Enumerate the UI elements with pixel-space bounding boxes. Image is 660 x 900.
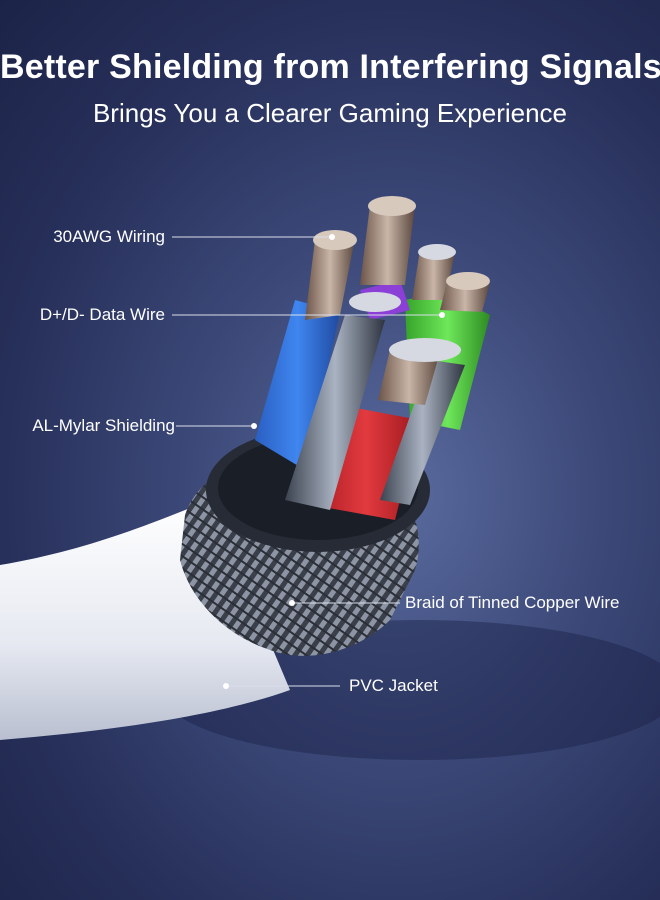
- headline: Better Shielding from Interfering Signal…: [0, 48, 660, 86]
- callout-braid: Braid of Tinned Copper Wire: [405, 593, 620, 612]
- leader-dot-data-wire: [439, 312, 445, 318]
- twisted-strand-2: [380, 360, 465, 505]
- subheadline: Brings You a Clearer Gaming Experience: [92, 98, 568, 128]
- copper-strand-1: [305, 238, 355, 320]
- strand-tip-3: [418, 244, 456, 260]
- callout-jacket: PVC Jacket: [349, 676, 438, 695]
- strand-tip-5: [349, 292, 401, 312]
- copper-strand-3: [412, 250, 455, 300]
- callout-wiring: 30AWG Wiring: [53, 227, 165, 246]
- strand-tip-1: [313, 230, 357, 250]
- callout-data-wire: D+/D- Data Wire: [39, 305, 165, 324]
- leader-dot-shielding: [251, 423, 257, 429]
- callout-shielding: AL-Mylar Shielding: [32, 416, 175, 435]
- leader-dot-braid: [289, 600, 295, 606]
- copper-strand-2: [360, 205, 415, 285]
- twisted-strand-1: [285, 315, 385, 510]
- copper-strand-5: [378, 350, 440, 405]
- wire-blue: [255, 300, 340, 470]
- leader-dot-jacket: [223, 683, 229, 689]
- strand-tip-6: [389, 338, 461, 362]
- leader-dot-wiring: [329, 234, 335, 240]
- cable-shadow: [160, 620, 660, 760]
- strand-tip-4: [446, 272, 490, 290]
- strand-tip-2: [368, 196, 416, 216]
